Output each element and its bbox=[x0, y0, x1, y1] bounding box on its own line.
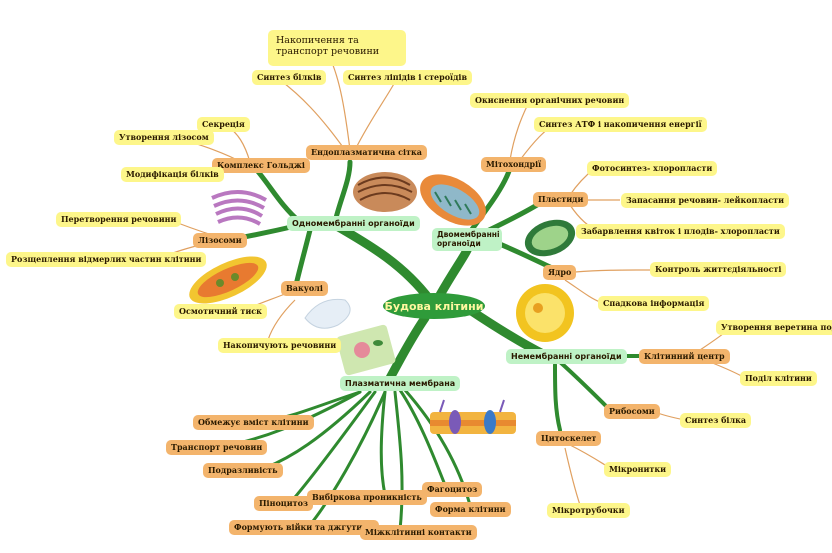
membrane-transport: Транспорт речовин bbox=[166, 440, 268, 456]
membrane-selective: Вибіркова проникність bbox=[307, 490, 427, 506]
branch-vacuole bbox=[293, 227, 313, 288]
plastid-storage: Запасання речовин- лейкопласти bbox=[621, 193, 789, 209]
branch-membrane-9 bbox=[308, 390, 387, 527]
centriole-division: Поділ клітини bbox=[740, 371, 817, 387]
ribosome-synthesis: Синтез білка bbox=[680, 413, 752, 429]
er-proteins: Синтез білків bbox=[252, 70, 327, 86]
mitochondria-illustration bbox=[420, 174, 486, 226]
lysosome-node: Лізосоми bbox=[193, 233, 247, 249]
membrane-contacts: Міжклітинні контакти bbox=[360, 525, 477, 541]
ribosome-node: Рибосоми bbox=[604, 404, 660, 420]
cytoskeleton-filaments: Мікронитки bbox=[604, 462, 672, 478]
line-er-proteins bbox=[279, 79, 346, 151]
membrane-shape: Форма клітини bbox=[430, 502, 511, 518]
line-vac-acc bbox=[267, 299, 296, 341]
branch-single bbox=[325, 217, 435, 305]
golgi-node: Комплекс Гольджі bbox=[212, 158, 310, 174]
plastid-coloring: Забарвлення квіток і плодів- хлоропласти bbox=[576, 224, 785, 240]
nucleus-node: Ядро bbox=[543, 265, 577, 281]
er-illustration bbox=[353, 172, 417, 212]
er-transport-note: Накопичення та транспорт речовини bbox=[268, 30, 406, 66]
mito-atp: Синтез АТФ і накопичення енергії bbox=[534, 117, 707, 133]
central-topic: Будова клітини bbox=[383, 293, 485, 319]
branch-er bbox=[332, 159, 353, 225]
centriole-spindle: Утворення веретина поділу bbox=[716, 320, 832, 336]
lysosome-transform: Перетворення речовини bbox=[56, 212, 182, 228]
branch-membrane-7 bbox=[398, 388, 447, 487]
membrane-pinocytosis: Піноцитоз bbox=[254, 496, 314, 512]
lysosome-digest: Розщеплення відмерлих частин клітини bbox=[6, 252, 207, 268]
vacuole-illustration bbox=[304, 298, 351, 329]
branch-plasma bbox=[385, 313, 430, 383]
membrane-limits: Обмежує вміст клітини bbox=[193, 415, 314, 431]
line-nuc-her bbox=[564, 279, 601, 303]
plastid-node: Пластиди bbox=[533, 192, 589, 208]
mito-oxidation: Окиснення органічних речовин bbox=[470, 93, 630, 109]
line-cyto-tub bbox=[564, 447, 581, 506]
nucleus-heredity: Спадкова інформація bbox=[598, 296, 710, 312]
branch-cyto bbox=[553, 363, 562, 432]
double-membrane-organelles: Двомембранні органоїди bbox=[432, 228, 502, 252]
golgi-lysosomes: Утворення лізосом bbox=[114, 130, 214, 146]
cytoskeleton-tubules: Мікротрубочки bbox=[547, 503, 630, 519]
golgi-modification: Модифікація білків bbox=[121, 167, 224, 183]
branch-mito bbox=[467, 165, 513, 235]
plastid-photosynthesis: Фотосинтез- хлоропласти bbox=[587, 161, 718, 177]
vacuole-node: Вакуолі bbox=[281, 281, 328, 297]
lysosome-illustration bbox=[189, 256, 267, 304]
vacuole-accumulate: Накопичують речовини bbox=[218, 338, 342, 354]
mito-node: Мітохондрії bbox=[481, 157, 547, 173]
single-membrane-organelles: Одномембранні органоїди bbox=[287, 216, 420, 232]
branch-membrane-6 bbox=[393, 390, 404, 532]
membrane-phagocytosis: Фагоцитоз bbox=[422, 482, 483, 498]
plasma-membrane: Плазматична мембрана bbox=[340, 376, 461, 392]
branch-membrane-4 bbox=[288, 390, 377, 505]
plant-cell-illustration bbox=[336, 324, 396, 376]
cytoskeleton-node: Цитоскелет bbox=[536, 431, 602, 447]
er-lipids: Синтез ліпідів і стероїдів bbox=[343, 70, 473, 86]
centriole-node: Клітинний центр bbox=[639, 349, 730, 365]
er-node: Ендоплазматична сітка bbox=[306, 145, 427, 161]
golgi-secretion: Секреція bbox=[197, 117, 250, 133]
membrane-cilia: Формують війки та джгутики bbox=[229, 520, 379, 536]
golgi-illustration bbox=[211, 190, 267, 226]
vacuole-osmotic: Осмотичний тиск bbox=[174, 304, 267, 320]
nucleus-illustration bbox=[516, 284, 574, 342]
nucleus-control: Контроль життєдіяльності bbox=[650, 262, 787, 278]
branch-membrane-5 bbox=[379, 390, 387, 497]
branch-ribo bbox=[558, 360, 612, 412]
chloroplast-illustration bbox=[524, 219, 576, 257]
membrane-illustration bbox=[430, 399, 516, 434]
line-er-lipids bbox=[354, 81, 396, 151]
membrane-irritability: Подразливість bbox=[203, 463, 283, 479]
non-membrane-organelles: Немембранні органоїди bbox=[506, 349, 627, 365]
line-nuc-ctrl bbox=[574, 269, 651, 273]
